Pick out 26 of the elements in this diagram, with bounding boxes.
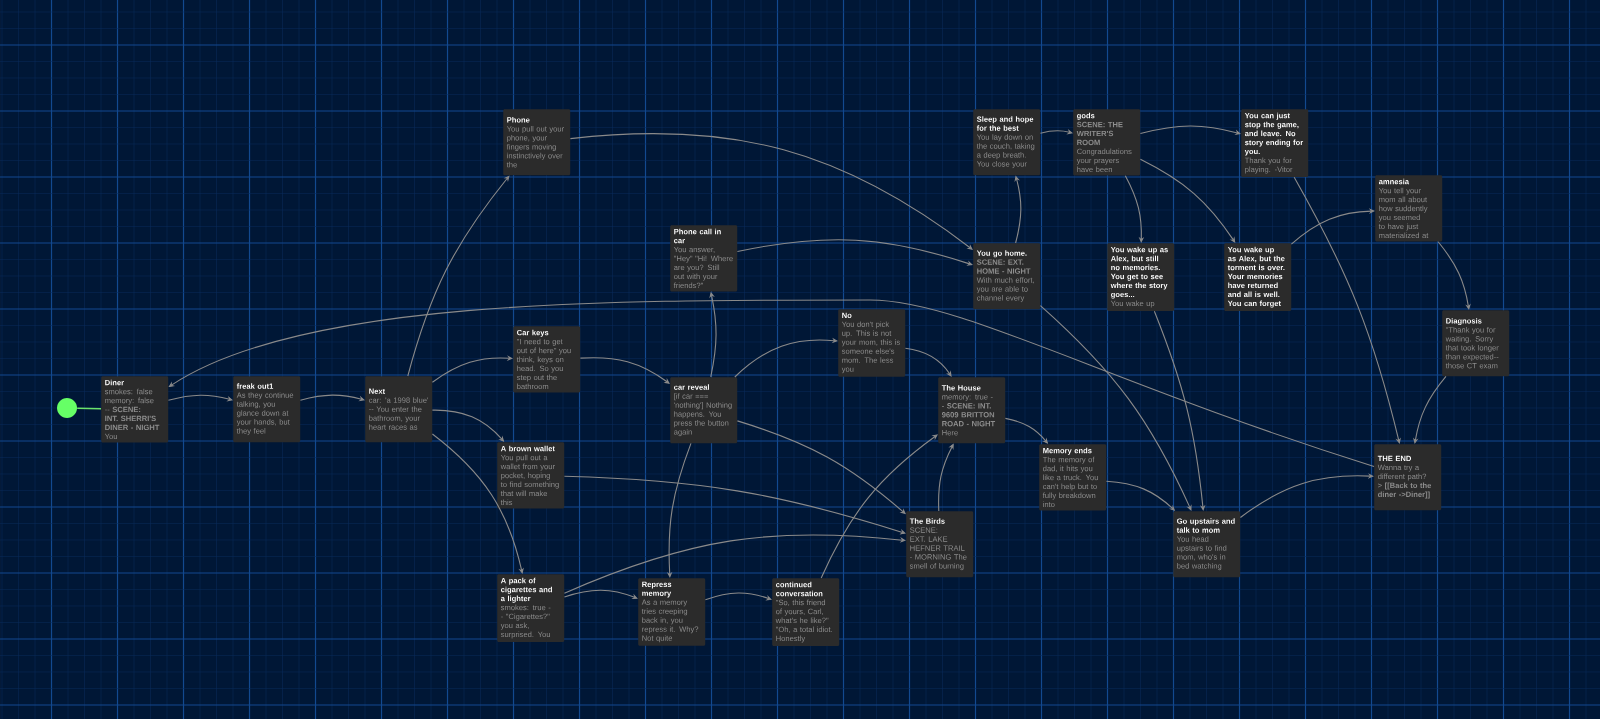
arrow <box>1039 128 1073 135</box>
arrow <box>1039 305 1192 511</box>
arrow <box>431 433 524 574</box>
arrow <box>167 394 233 402</box>
arrow <box>407 175 510 377</box>
arrow <box>1290 208 1375 245</box>
arrow <box>579 357 670 384</box>
arrow <box>1239 473 1374 518</box>
arrow <box>734 337 838 378</box>
arrow <box>938 443 954 512</box>
arrow <box>431 355 513 383</box>
arrow <box>736 239 973 266</box>
arrow <box>736 420 906 515</box>
arrow <box>563 534 906 594</box>
arrow <box>904 347 952 377</box>
arrow <box>1293 176 1401 444</box>
arrow <box>168 299 1375 468</box>
arrow <box>563 475 906 535</box>
arrow <box>1153 310 1206 511</box>
arrow <box>704 592 772 601</box>
arrow <box>569 132 973 250</box>
arrow <box>820 434 938 579</box>
arrow <box>1139 158 1236 243</box>
start-circle <box>57 398 77 418</box>
arrow <box>1437 241 1471 310</box>
arrow <box>1124 175 1145 243</box>
